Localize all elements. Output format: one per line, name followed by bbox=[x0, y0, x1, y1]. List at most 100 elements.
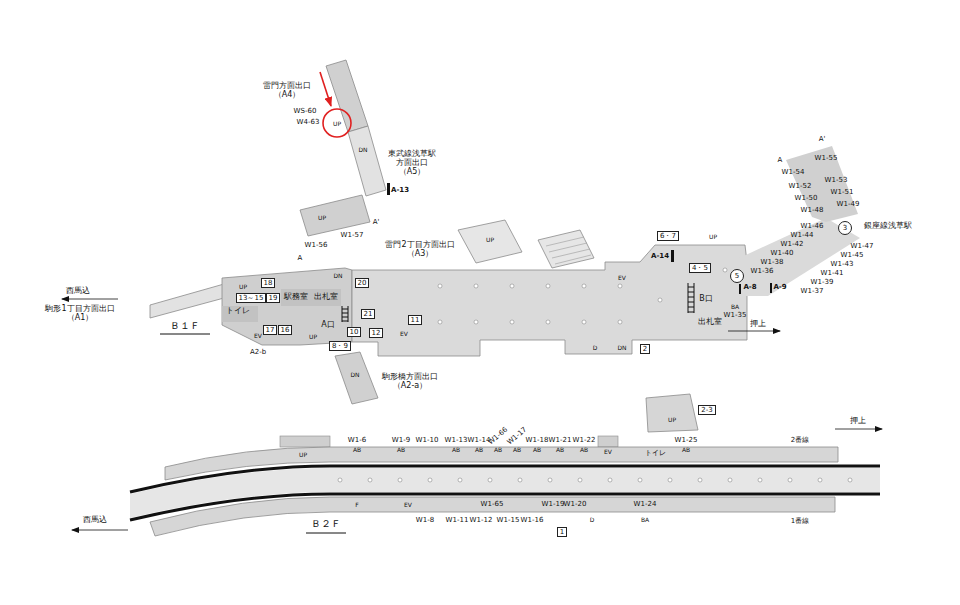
exit-number-text: 13～15 bbox=[239, 294, 264, 302]
exit-number-text: 5 bbox=[735, 272, 739, 281]
b2f-plan bbox=[72, 394, 882, 536]
exit-number: 1 bbox=[557, 527, 567, 538]
exit-number-text: 4・5 bbox=[692, 264, 708, 272]
stop-marker: W1-50 bbox=[795, 194, 818, 202]
exit-number: 4・5 bbox=[689, 263, 711, 274]
map-label: D bbox=[590, 517, 595, 524]
exit-number-text: 2-3 bbox=[701, 406, 712, 414]
a3-stairs bbox=[538, 230, 594, 268]
map-label: UP bbox=[333, 121, 341, 128]
exit-number: 21 bbox=[361, 309, 376, 320]
stop-marker: W1-36 bbox=[751, 267, 774, 275]
track bbox=[130, 466, 880, 492]
exit-number: 6・7 bbox=[657, 231, 679, 242]
map-label: AB bbox=[397, 447, 405, 454]
map-label: AB bbox=[475, 447, 483, 454]
stop-marker: W1-56 bbox=[305, 241, 328, 249]
stop-marker: W1-39 bbox=[811, 278, 834, 286]
map-label: DN bbox=[358, 147, 367, 154]
ginza-stairs bbox=[786, 146, 858, 222]
direction-arrow bbox=[728, 331, 780, 332]
map-label: AB bbox=[452, 447, 460, 454]
map-label: EV bbox=[618, 275, 626, 282]
stop-marker: W1-18 bbox=[526, 436, 549, 444]
stop-marker: W1-11 bbox=[446, 516, 469, 524]
exit-number: 16 bbox=[278, 325, 293, 336]
columns bbox=[438, 268, 727, 324]
direction-arrow bbox=[835, 429, 882, 430]
map-label: A2-b bbox=[250, 348, 266, 356]
map-label: A' bbox=[819, 135, 826, 143]
elevator-block bbox=[598, 436, 618, 447]
stop-marker: W1-22 bbox=[573, 436, 596, 444]
stop-marker: W1-52 bbox=[789, 182, 812, 190]
stop-marker: W1-53 bbox=[825, 176, 848, 184]
exit-number: 8・9 bbox=[329, 341, 351, 352]
stop-marker: W1-41 bbox=[821, 269, 844, 277]
exit-number-text: 21 bbox=[364, 310, 373, 318]
map-label: A' bbox=[373, 218, 380, 226]
exit-number-text: 17 bbox=[266, 326, 275, 334]
map-label: UP bbox=[486, 237, 494, 244]
stair-block bbox=[280, 436, 330, 447]
map-label: BA bbox=[641, 517, 649, 524]
exit-marker: A-14 bbox=[651, 252, 669, 260]
map-label: 1番線 bbox=[791, 517, 809, 525]
stop-marker: W1-17 bbox=[506, 426, 529, 447]
map-label: BA bbox=[731, 304, 739, 311]
map-label: 出札室 bbox=[314, 292, 338, 301]
stop-marker: W4-63 bbox=[297, 118, 320, 126]
stop-marker: W1-16 bbox=[521, 516, 544, 524]
a5-stairs bbox=[300, 195, 370, 236]
a2a-stairs bbox=[335, 352, 378, 404]
exit-number: 10 bbox=[347, 327, 362, 338]
map-label: 西馬込 bbox=[66, 286, 90, 295]
map-label: EV bbox=[604, 449, 612, 456]
exit-number-text: 10 bbox=[350, 328, 359, 336]
highlight-arrow bbox=[320, 72, 331, 106]
a5-passage bbox=[348, 126, 386, 196]
stop-marker: W1-65 bbox=[481, 500, 504, 508]
floor-underline bbox=[160, 334, 210, 335]
exit-sign-bar bbox=[739, 284, 741, 294]
map-label: 出札室 bbox=[698, 317, 722, 326]
exit-number-text: 2 bbox=[643, 345, 647, 353]
map-label: Ｂ１Ｆ bbox=[170, 320, 200, 332]
stop-marker: W1-24 bbox=[634, 500, 657, 508]
stop-marker: W1-55 bbox=[815, 154, 838, 162]
exit-marker: A-13 bbox=[391, 186, 409, 194]
map-label: UP bbox=[668, 417, 676, 424]
stair-hatch bbox=[546, 237, 591, 264]
exit-number: 3 bbox=[838, 221, 852, 235]
map-label: UP bbox=[239, 284, 247, 291]
stop-marker: W1-37 bbox=[801, 287, 824, 295]
map-label: 押上 bbox=[750, 319, 766, 328]
exit-number-text: 18 bbox=[264, 279, 273, 287]
exit-number: 2 bbox=[640, 344, 650, 355]
map-label: 駅務室 bbox=[284, 292, 308, 301]
map-label: A bbox=[298, 254, 303, 262]
stop-marker: W1-45 bbox=[841, 251, 864, 259]
exit-number-text: 1 bbox=[560, 528, 564, 536]
map-label: UP bbox=[299, 452, 307, 459]
stop-marker: W1-42 bbox=[781, 240, 804, 248]
map-label: A口 bbox=[321, 320, 334, 329]
map-label: AB bbox=[580, 447, 588, 454]
stop-marker: W1-9 bbox=[392, 436, 410, 444]
stop-marker: W1-57 bbox=[341, 231, 364, 239]
map-label: B口 bbox=[699, 294, 713, 303]
exit-number: 19 bbox=[266, 293, 281, 304]
stair-building bbox=[646, 394, 698, 432]
map-label: DN bbox=[617, 345, 626, 352]
map-label: トイレ bbox=[226, 306, 250, 315]
exit-number: 18 bbox=[261, 278, 276, 289]
stop-marker: W1-46 bbox=[801, 222, 824, 230]
stop-marker: W1-43 bbox=[831, 260, 854, 268]
map-label: 押上 bbox=[850, 416, 866, 425]
toilet-room bbox=[222, 306, 258, 322]
highlight-circle bbox=[323, 109, 351, 137]
stop-marker: W1-51 bbox=[831, 188, 854, 196]
direction-arrow bbox=[62, 299, 118, 300]
stop-marker: W1-20 bbox=[564, 500, 587, 508]
